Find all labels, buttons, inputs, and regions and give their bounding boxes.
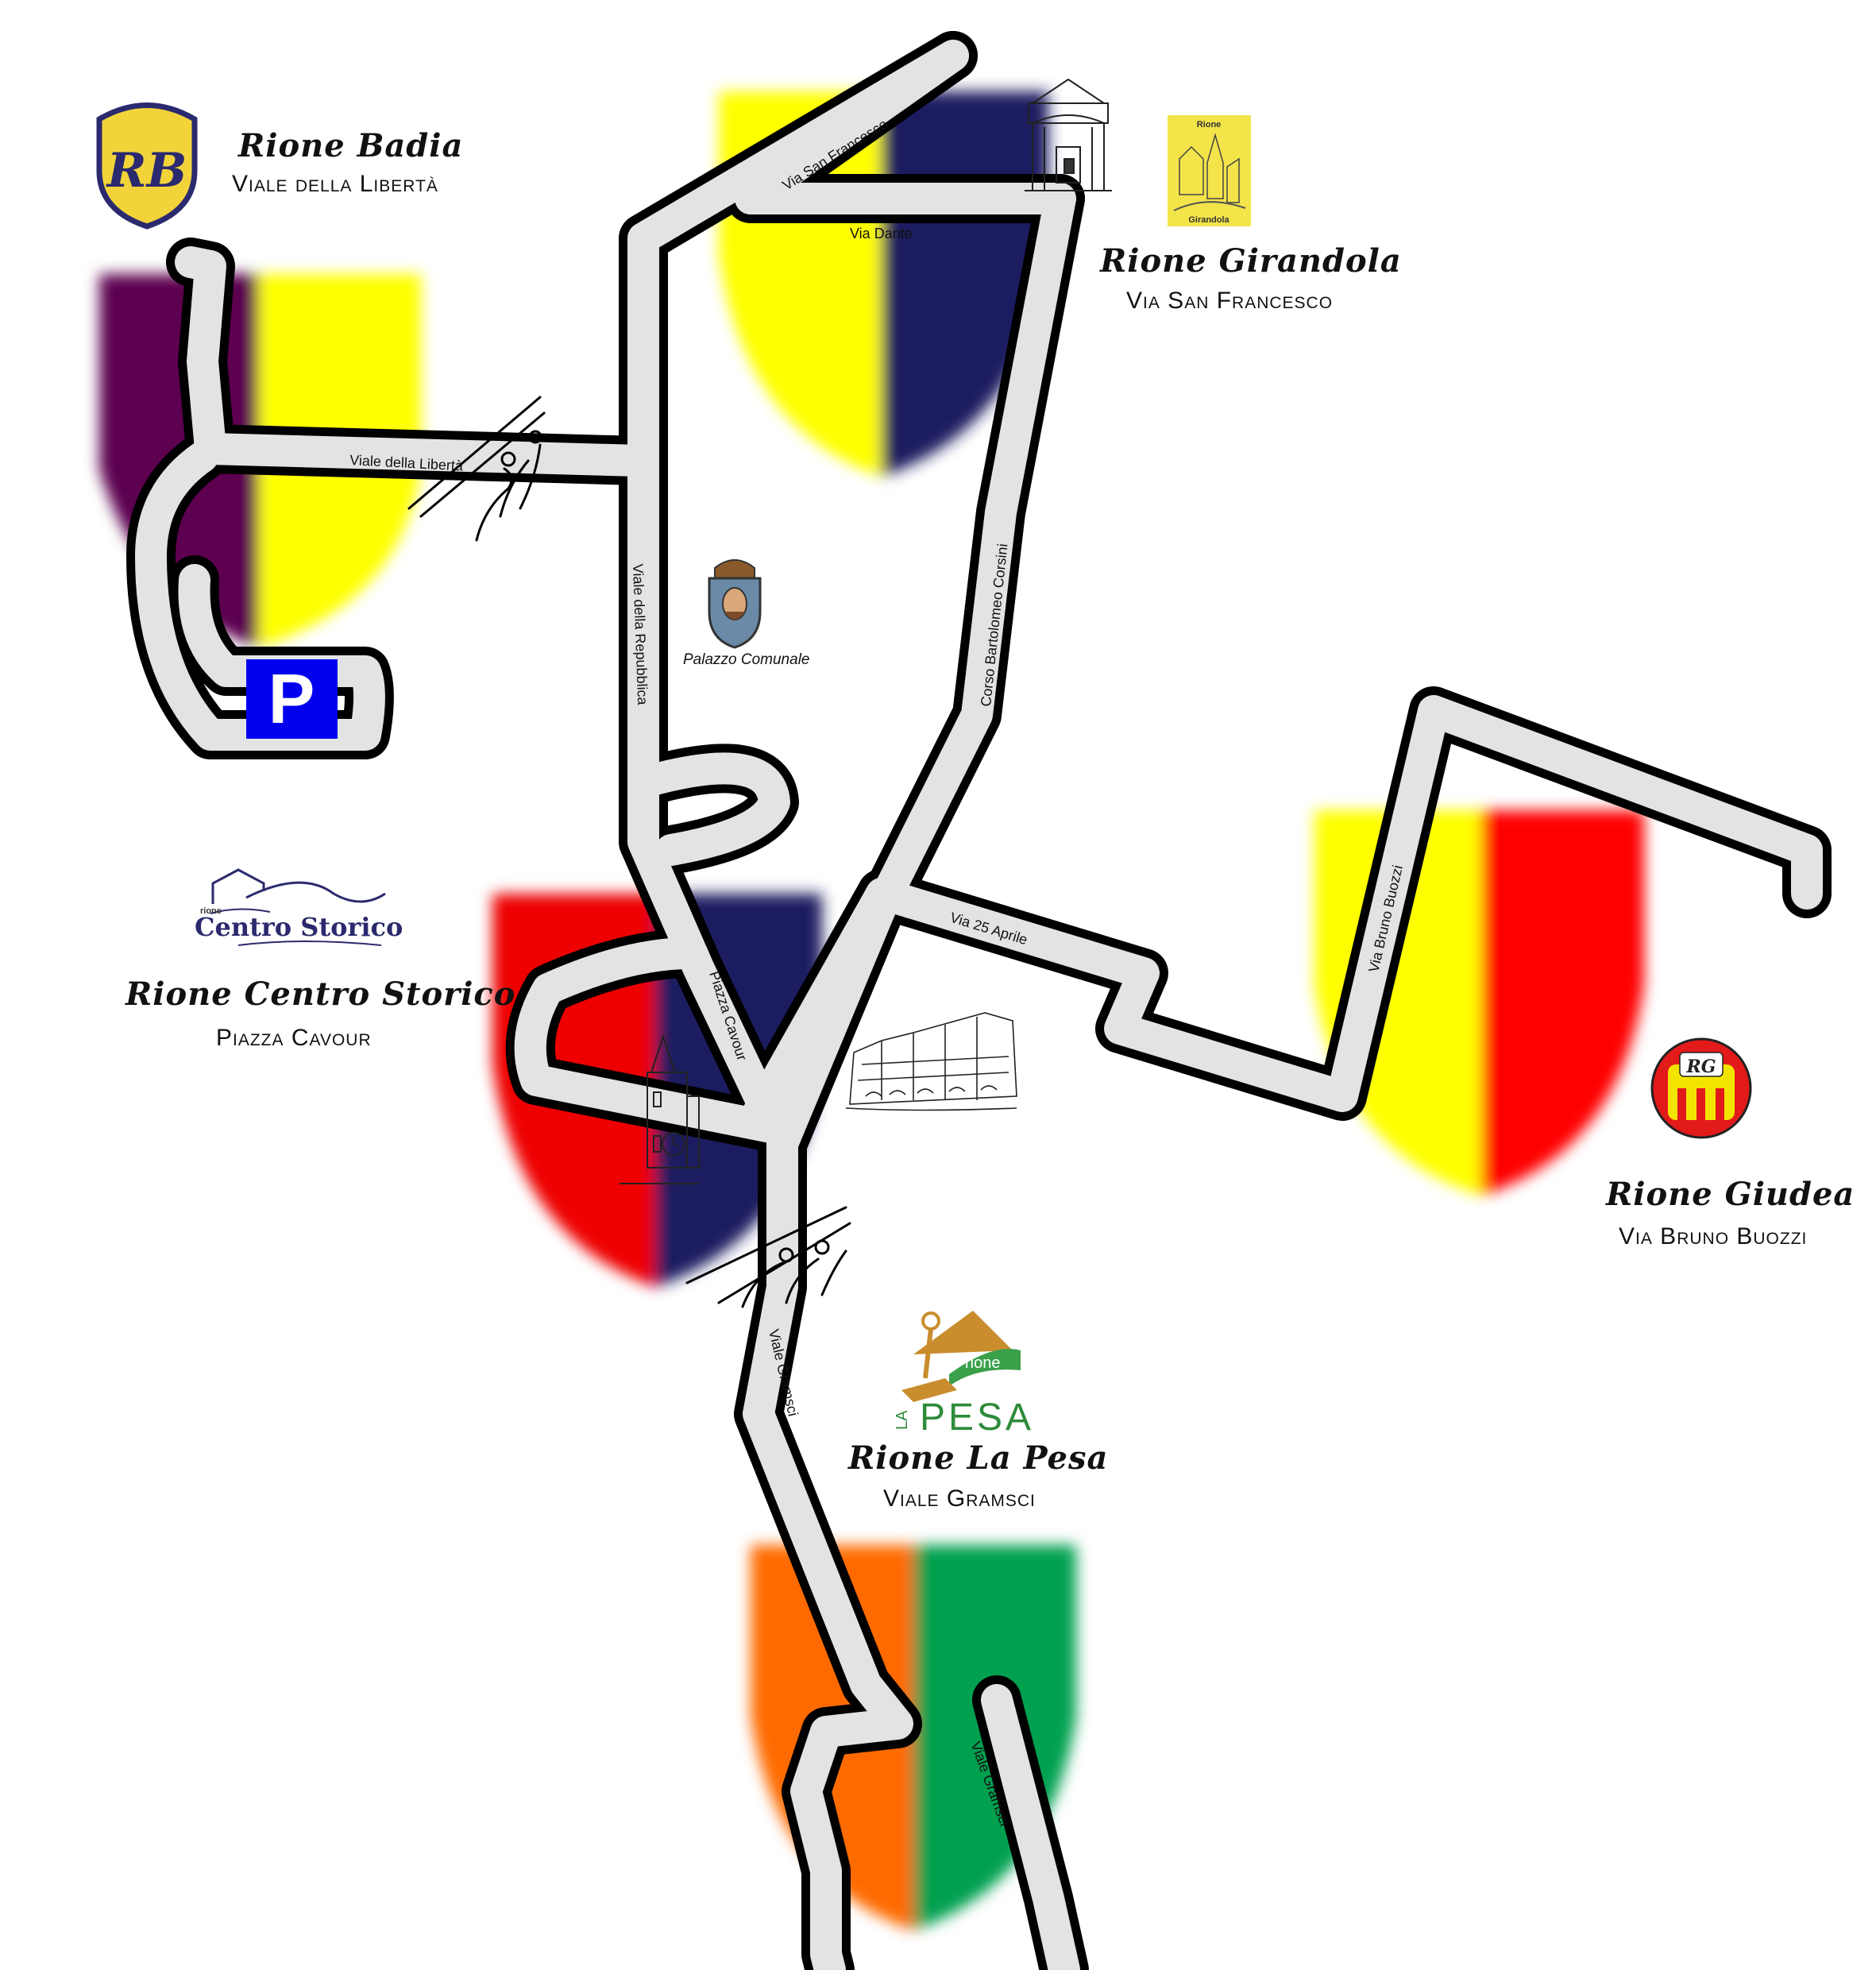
centro-storico-logo: rione Centro Storico	[195, 868, 403, 946]
girandola-logo: Rione Girandola	[1168, 115, 1251, 226]
rione-giudea-street: Via Bruno Buozzi	[1619, 1223, 1808, 1250]
clock-tower-icon	[620, 1033, 700, 1184]
giudea-logo: RG	[1650, 1037, 1752, 1139]
rione-badia-street: Viale della Libertà	[232, 171, 438, 197]
svg-text:Girandola: Girandola	[1188, 215, 1229, 225]
rione-la-pesa-street: Viale Gramsci	[883, 1485, 1036, 1512]
svg-text:Centro Storico: Centro Storico	[195, 912, 403, 942]
svg-text:P: P	[268, 659, 315, 738]
svg-text:LA: LA	[894, 1410, 911, 1430]
badia-logo: RB	[96, 102, 198, 230]
rione-centro-storico-title: Rione Centro Storico	[125, 975, 516, 1013]
church-icon	[1025, 78, 1112, 191]
road-network	[126, 31, 1832, 1970]
rione-giudea-title: Rione Giudea	[1606, 1176, 1855, 1213]
town-crest-icon	[708, 559, 762, 649]
svg-text:rione: rione	[200, 906, 222, 916]
rione-girandola-street: Via San Francesco	[1126, 288, 1334, 314]
shield-giudea	[1314, 810, 1644, 1196]
svg-text:Rione: Rione	[1197, 120, 1222, 129]
la-pesa-logo: rione LA PESA	[894, 1311, 1034, 1439]
rione-badia-title: Rione Badia	[238, 127, 464, 164]
pedestrian-crossing-icon	[407, 396, 546, 542]
svg-text:PESA: PESA	[920, 1396, 1034, 1439]
parking-icon: P	[246, 659, 338, 739]
svg-text:RB: RB	[106, 143, 187, 199]
rione-girandola-title: Rione Girandola	[1100, 242, 1402, 280]
label-via-dante: Via Dante	[850, 226, 913, 241]
pedestrian-crossing-icon-south	[685, 1206, 851, 1308]
svg-text:RG: RG	[1685, 1056, 1716, 1077]
svg-text:rione: rione	[965, 1354, 1000, 1372]
palazzo-comunale-label: Palazzo Comunale	[683, 651, 810, 668]
piazza-buildings-icon	[845, 1012, 1017, 1111]
rione-la-pesa-title: Rione La Pesa	[848, 1439, 1109, 1477]
rione-centro-storico-street: Piazza Cavour	[216, 1025, 372, 1051]
